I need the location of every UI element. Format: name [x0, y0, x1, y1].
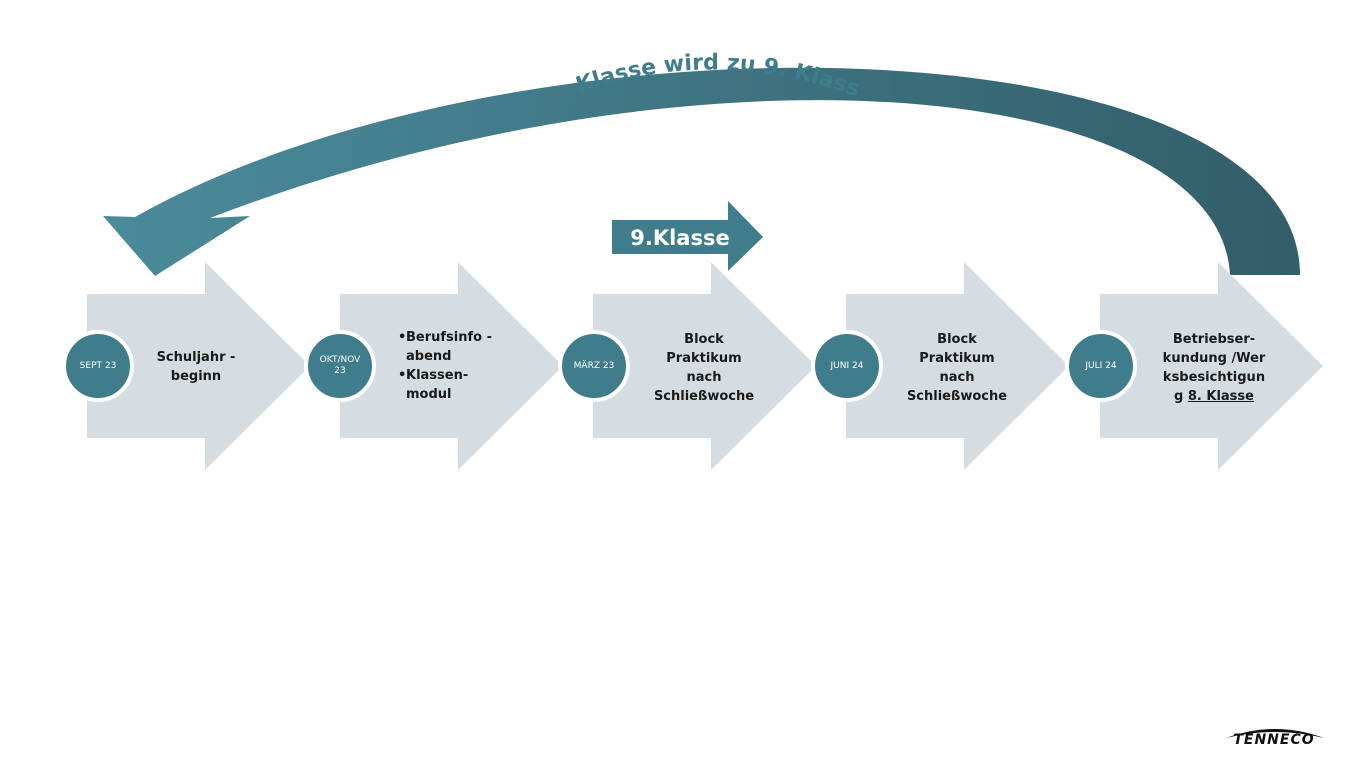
step-2-bullet-2: Klassen-modul [398, 366, 508, 404]
step-arrow-1 [87, 262, 310, 470]
date-circle-3 [558, 330, 630, 402]
date-label-4: JUNI 24 [830, 360, 864, 371]
step-2-bullet-1: Berufsinfo -abend [398, 328, 508, 366]
grade-8-link-text: 8. Klasse [1187, 389, 1254, 404]
step-arrows [87, 262, 1323, 470]
step-4-text: Block Praktikum nach Schließwoche [906, 332, 1008, 404]
step-2-text: Berufsinfo -abend Klassen-modul [398, 328, 508, 404]
logo-swoosh [1226, 729, 1324, 738]
date-circle-1 [62, 330, 134, 402]
date-label-1: SEPT 23 [79, 360, 117, 371]
date-circles [62, 330, 1137, 402]
date-circle-5 [1065, 330, 1137, 402]
step-1-text: Schuljahr - beginn [156, 350, 236, 384]
logo-text: TENNECO [1233, 732, 1315, 748]
date-circle-2 [304, 330, 376, 402]
date-circle-4 [811, 330, 883, 402]
step-arrow-3 [593, 262, 816, 470]
step-3-text: Block Praktikum nach Schließwoche [653, 332, 755, 404]
grade-arrow [612, 201, 763, 271]
grade-arrow-label: 9.Klasse [630, 226, 729, 250]
date-label-5: JULI 24 [1085, 360, 1117, 371]
step-arrow-4 [846, 262, 1069, 470]
step-5-text: Betriebser- kundung /Wer ksbesichtigun g… [1162, 332, 1266, 404]
date-label-3: MÄRZ 23 [573, 360, 615, 371]
tenneco-logo: TENNECO [1222, 722, 1326, 752]
step-arrow-5 [1100, 262, 1323, 470]
loop-arrow [103, 67, 1300, 276]
